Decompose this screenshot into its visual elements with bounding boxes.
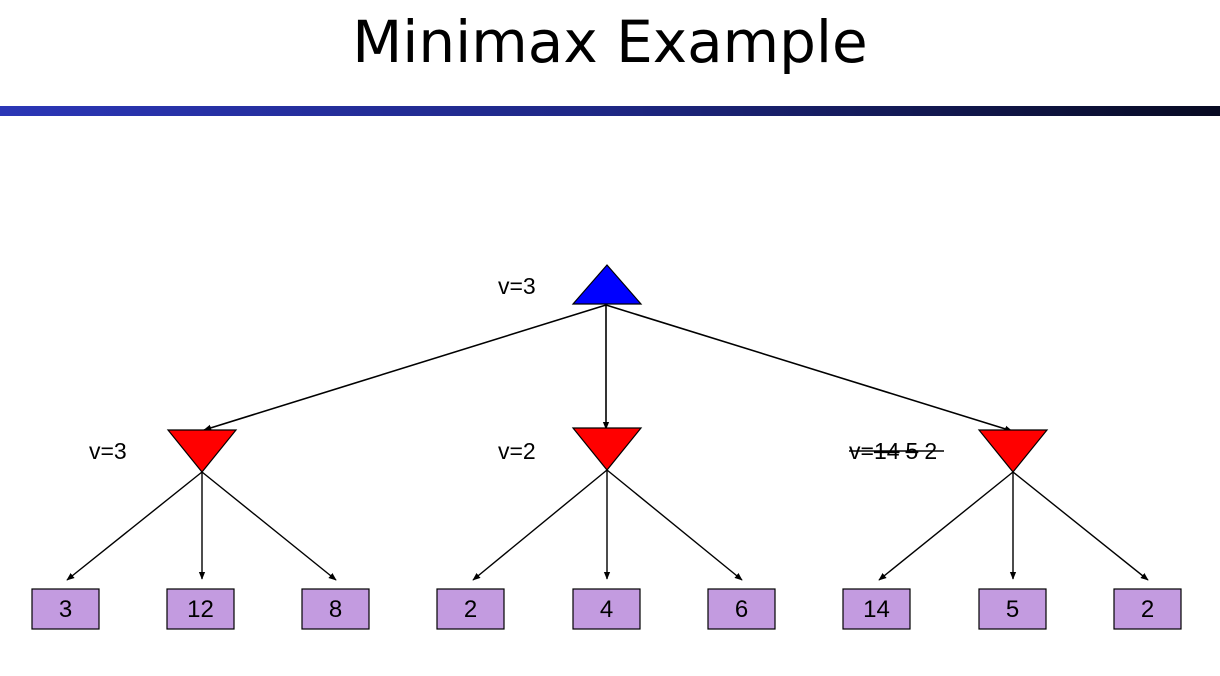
edge-min2-to-leaf-1	[472, 469, 608, 581]
leaf-value: 6	[735, 596, 748, 623]
root-value-label: v=3	[498, 273, 536, 299]
leaf-box	[842, 588, 911, 630]
leaf-value: 5	[1006, 596, 1019, 623]
leaf-value: 4	[600, 596, 613, 623]
leaf-box	[572, 588, 641, 630]
leaf-value: 14	[863, 596, 890, 623]
edge-root-to-min-1	[203, 304, 607, 431]
leaf-box	[978, 588, 1047, 630]
leaf-box	[301, 588, 370, 630]
edge-min3-to-leaf-1	[878, 471, 1014, 581]
leaf-box	[436, 588, 505, 630]
leaf-box	[707, 588, 776, 630]
edge-min1-to-leaf-1	[66, 471, 203, 581]
max-node-root	[571, 264, 643, 305]
min-node-1-value-label: v=3	[89, 438, 127, 464]
leaf-box	[1113, 588, 1182, 630]
edge-min2-to-leaf-3	[606, 469, 743, 581]
leaf-edges	[66, 469, 1149, 581]
leaf-value: 8	[329, 596, 342, 623]
min-node-2	[571, 427, 643, 471]
title-divider	[0, 106, 1220, 116]
leaf-group-2: 2 4 6	[436, 588, 776, 630]
edge-min1-to-leaf-3	[201, 471, 337, 581]
leaf-box	[166, 588, 235, 630]
leaf-value: 3	[59, 596, 72, 623]
leaf-value: 12	[187, 596, 214, 623]
leaf-group-3: 14 5 2	[842, 588, 1182, 630]
leaf-value: 2	[1141, 596, 1154, 623]
root-edges	[203, 304, 1013, 432]
slide-title: Minimax Example	[352, 8, 868, 76]
edge-min3-to-leaf-3	[1012, 471, 1149, 581]
min-node-3	[977, 429, 1049, 473]
leaf-value: 2	[464, 596, 477, 623]
leaf-box	[31, 588, 100, 630]
edge-root-to-min-3	[605, 304, 1013, 432]
min-node-1	[166, 429, 238, 473]
leaf-group-1: 3 12 8	[31, 588, 370, 630]
min-node-2-value-label: v=2	[498, 438, 536, 464]
